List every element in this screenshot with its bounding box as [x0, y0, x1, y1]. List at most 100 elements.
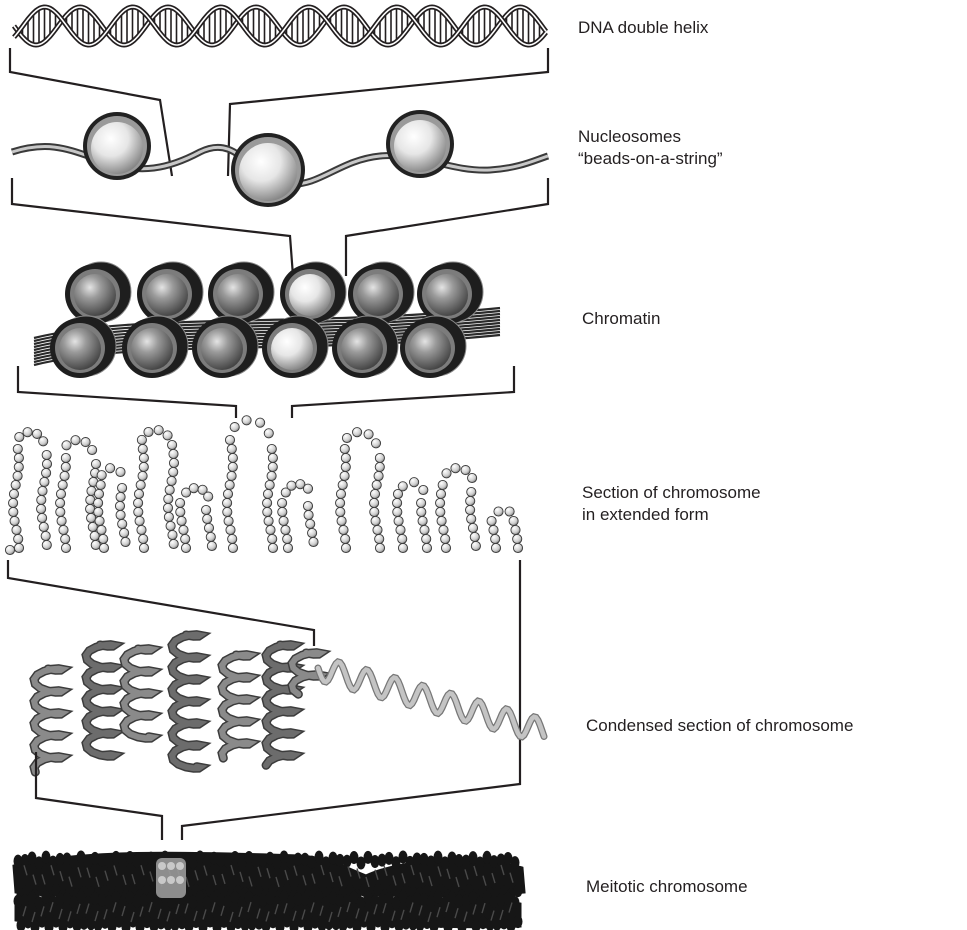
- label-nucleosomes-line2: “beads-on-a-string”: [578, 148, 723, 170]
- chromatin-bead: [59, 525, 68, 534]
- chromatin-bead: [139, 543, 148, 552]
- mitotic-chromosome: [14, 851, 525, 930]
- chromatin-bead: [88, 445, 97, 454]
- chromatin-bead: [61, 453, 70, 462]
- chromatin-bead: [37, 504, 46, 513]
- chromatin-bead: [41, 531, 50, 540]
- chromatin-bead: [375, 534, 384, 543]
- chromatin-bead: [14, 543, 23, 552]
- chromatin-bead: [120, 528, 129, 537]
- chromatin-bead: [398, 543, 407, 552]
- chromatin-bead: [494, 507, 503, 516]
- chromatin-bead: [138, 444, 147, 453]
- label-mitotic-chromosome: Meitotic chromosome: [586, 876, 748, 898]
- chromatin-bead: [56, 489, 65, 498]
- chromatin-bead: [491, 534, 500, 543]
- chromatin-bead: [341, 543, 350, 552]
- chromatin-bead: [177, 516, 186, 525]
- chromatin-bead: [371, 516, 380, 525]
- chromatin-bead: [42, 459, 51, 468]
- chromatin-bead: [106, 464, 115, 473]
- chromatin-nucleosome: [332, 316, 398, 378]
- connector-bracket-5: [36, 752, 162, 840]
- chromatin-bead: [422, 543, 431, 552]
- chromatin-bead: [338, 480, 347, 489]
- chromatin-bead: [134, 498, 143, 507]
- chromatin-bead: [370, 507, 379, 516]
- chromatin-bead: [487, 516, 496, 525]
- chromatin-bead: [340, 444, 349, 453]
- chromatin-bead: [438, 480, 447, 489]
- chromatin-bead: [94, 498, 103, 507]
- chromatin-bead: [439, 525, 448, 534]
- chromatin-bead: [99, 543, 108, 552]
- chromatin-bead: [228, 462, 237, 471]
- chromatin-bead: [61, 543, 70, 552]
- connector-bracket-3b: [292, 366, 514, 418]
- chromatin-bead: [263, 498, 272, 507]
- chromatin-bead: [223, 507, 232, 516]
- chromatin-bead: [417, 507, 426, 516]
- chromatin-bead: [118, 519, 127, 528]
- chromatin-bead: [14, 534, 23, 543]
- chromatin-bead: [37, 495, 46, 504]
- dna-double-helix: [14, 7, 546, 45]
- chromatin-bead: [42, 540, 51, 549]
- chromatin-bead: [168, 530, 177, 539]
- chromatin-bead: [263, 489, 272, 498]
- chromatin-bead: [207, 541, 216, 550]
- label-dna-text: DNA double helix: [578, 17, 708, 39]
- chromatin-bead: [306, 519, 315, 528]
- chromatin-bead: [116, 492, 125, 501]
- chromatin-bead: [278, 498, 287, 507]
- label-extended-line1: Section of chromosome: [582, 482, 761, 504]
- chromatin-nucleosome: [417, 262, 483, 324]
- chromatin-bead: [115, 501, 124, 510]
- centromere-texture: [167, 876, 175, 884]
- chromatin-bead: [60, 471, 69, 480]
- chromatin-bead: [5, 545, 14, 554]
- chromatin-bead: [224, 516, 233, 525]
- chromatin-bead: [23, 428, 32, 437]
- chromatin-bead: [422, 534, 431, 543]
- chromatin-bead: [154, 426, 163, 435]
- chromatin-bead: [38, 513, 47, 522]
- chromatin-bead: [57, 516, 66, 525]
- chromatin-bead: [38, 486, 47, 495]
- label-dna-double-helix: DNA double helix: [578, 17, 708, 39]
- chromatin-bead: [94, 507, 103, 516]
- chromatin-bead: [15, 432, 24, 441]
- chromatin-bead: [393, 507, 402, 516]
- label-chromatin: Chromatin: [582, 308, 660, 330]
- unwinding-fiber-fill: [318, 662, 544, 737]
- chromatin-bead: [168, 440, 177, 449]
- label-nucleosomes-line1: Nucleosomes: [578, 126, 723, 148]
- chromatin-bead: [375, 543, 384, 552]
- chromatin-bead: [56, 498, 65, 507]
- connector-bracket-4: [8, 560, 314, 646]
- chromatin-bead: [417, 498, 426, 507]
- chromatin-bead: [139, 534, 148, 543]
- centromere-texture: [158, 876, 166, 884]
- chromatin-bead: [11, 480, 20, 489]
- chromatin-bead: [223, 498, 232, 507]
- chromatin-bead: [135, 516, 144, 525]
- label-condensed-text: Condensed section of chromosome: [586, 715, 853, 737]
- centromere-texture: [176, 876, 184, 884]
- chromatin-bead: [396, 525, 405, 534]
- chromatin-bead: [163, 431, 172, 440]
- chromatin-bead: [467, 487, 476, 496]
- chromatin-bead: [341, 462, 350, 471]
- chromatin-bead: [228, 534, 237, 543]
- chromatin-bead: [56, 507, 65, 516]
- chromatin-bead: [410, 478, 419, 487]
- chromatin-bead: [61, 462, 70, 471]
- chromatin-bead: [441, 543, 450, 552]
- chromatin-bead: [202, 505, 211, 514]
- chromatin-bead: [121, 537, 130, 546]
- chromatin-bead: [181, 543, 190, 552]
- chromatin-bead: [364, 430, 373, 439]
- chromatin-bead: [337, 516, 346, 525]
- chromatin-bead: [278, 507, 287, 516]
- centromere-texture: [167, 862, 175, 870]
